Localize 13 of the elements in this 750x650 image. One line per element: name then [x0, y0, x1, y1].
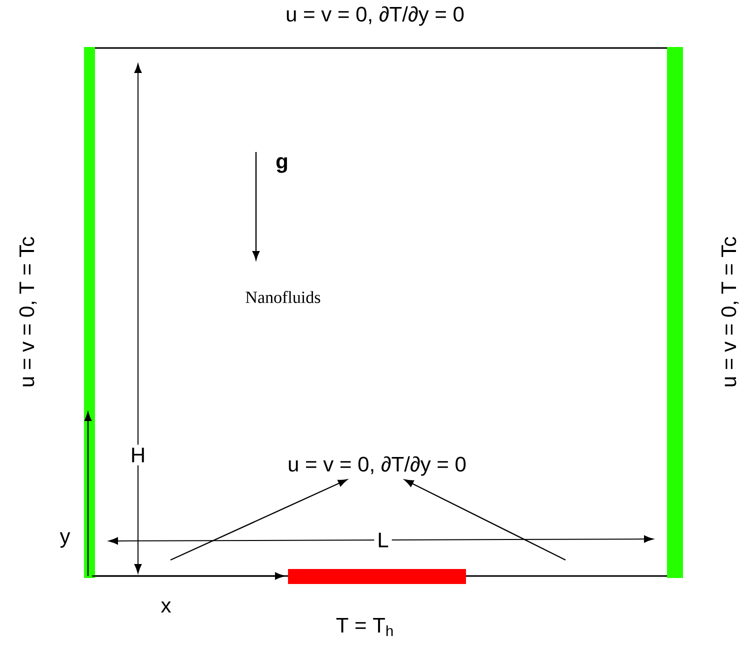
dimension-label: H: [127, 444, 149, 466]
fluid-label: Nanofluids: [246, 290, 320, 304]
axis-label: x: [161, 601, 172, 613]
boundary-condition: u = v = 0, ∂T/∂y = 0: [288, 456, 466, 476]
heater-label: T = T$_{h}$: [336, 618, 393, 636]
leader-arrow: [404, 479, 566, 561]
boundary-condition: u = v = 0, T = Tc: [19, 236, 37, 386]
boundary-condition: u = v = 0, T = Tc: [721, 236, 739, 386]
gravity-label: g: [276, 157, 287, 173]
boundary-condition: u = v = 0, ∂T/∂y = 0: [286, 6, 464, 26]
leader-arrow: [170, 479, 348, 561]
axis-label: y: [60, 532, 70, 548]
dimension-label: L: [374, 530, 392, 550]
